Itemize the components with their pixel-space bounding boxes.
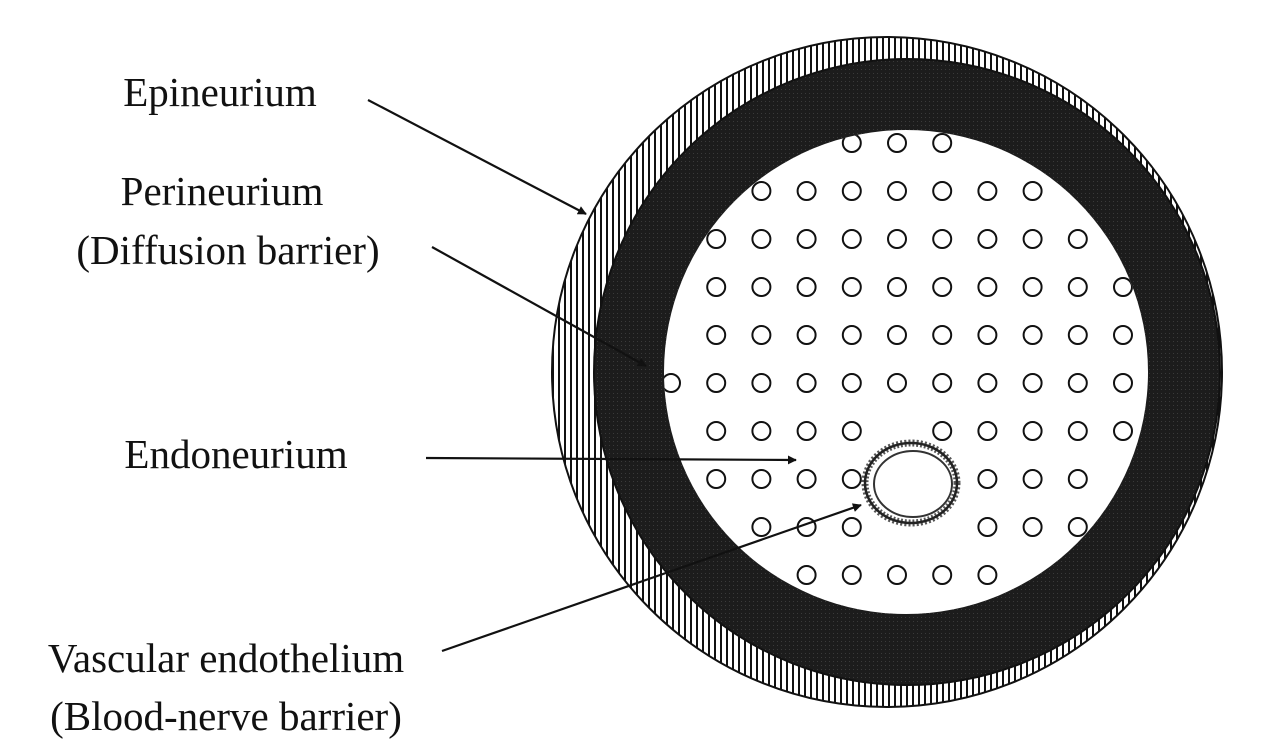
nerve-fiber bbox=[932, 325, 953, 345]
nerve-fiber bbox=[706, 421, 727, 441]
nerve-fiber bbox=[841, 421, 862, 441]
nerve-fiber bbox=[1067, 277, 1088, 297]
nerve-fiber bbox=[664, 373, 681, 393]
nerve-fiber bbox=[932, 373, 953, 393]
nerve-fiber bbox=[977, 325, 998, 345]
nerve-fiber bbox=[796, 277, 817, 297]
nerve-fiber bbox=[841, 517, 862, 537]
nerve-fiber bbox=[1067, 229, 1088, 249]
nerve-fiber bbox=[1067, 325, 1088, 345]
nerve-fiber bbox=[887, 277, 907, 297]
nerve-fiber bbox=[887, 181, 907, 201]
epineurium-arrow bbox=[367, 99, 587, 215]
nerve-fiber bbox=[841, 325, 862, 345]
nerve-fiber bbox=[1067, 517, 1088, 537]
nerve-fiber bbox=[706, 373, 727, 393]
nerve-fiber bbox=[932, 229, 953, 249]
nerve-fiber bbox=[796, 373, 817, 393]
nerve-fiber bbox=[706, 469, 727, 489]
nerve-fiber bbox=[977, 277, 998, 297]
nerve-fiber bbox=[1022, 325, 1043, 345]
nerve-fiber bbox=[1067, 421, 1088, 441]
nerve-fiber bbox=[1022, 229, 1043, 249]
nerve-fiber bbox=[977, 469, 998, 489]
label-vascular: Vascular endothelium bbox=[48, 635, 404, 681]
nerve-fiber bbox=[1022, 181, 1043, 201]
nerve-fiber bbox=[977, 565, 998, 585]
label-endoneurium: Endoneurium bbox=[124, 431, 347, 477]
nerve-fiber bbox=[841, 373, 862, 393]
nerve-fiber bbox=[841, 229, 862, 249]
endoneurium-area bbox=[664, 130, 1148, 614]
nerve-fiber bbox=[841, 469, 862, 489]
nerve-fiber bbox=[887, 565, 907, 585]
nerve-fiber bbox=[751, 469, 772, 489]
label-vascular-note: (Blood-nerve barrier) bbox=[50, 693, 402, 739]
nerve-fiber bbox=[1022, 421, 1043, 441]
nerve-fiber bbox=[887, 373, 907, 393]
label-perineurium-note: (Diffusion barrier) bbox=[76, 227, 379, 273]
nerve-fiber bbox=[932, 565, 953, 585]
nerve-fiber bbox=[932, 133, 953, 153]
nerve-fiber bbox=[1113, 277, 1133, 297]
nerve-fiber bbox=[977, 373, 998, 393]
nerve-fiber bbox=[841, 277, 862, 297]
nerve-fiber bbox=[751, 373, 772, 393]
nerve-fiber bbox=[841, 181, 862, 201]
nerve-fiber bbox=[1022, 469, 1043, 489]
nerve-fiber bbox=[751, 421, 772, 441]
nerve-fiber bbox=[841, 565, 862, 585]
nerve-fiber bbox=[706, 229, 727, 249]
nerve-fiber bbox=[1022, 277, 1043, 297]
nerve-fiber bbox=[751, 517, 772, 537]
nerve-fiber bbox=[706, 325, 727, 345]
nerve-fiber bbox=[1067, 373, 1088, 393]
nerve-fiber bbox=[977, 229, 998, 249]
nerve-fiber bbox=[1022, 373, 1043, 393]
nerve-fiber bbox=[751, 325, 772, 345]
nerve-fiber bbox=[1113, 421, 1133, 441]
nerve-fiber bbox=[796, 469, 817, 489]
endoneurium-arrow bbox=[425, 455, 797, 465]
perineurium-arrow bbox=[431, 246, 647, 367]
vascular-arrow bbox=[441, 503, 862, 653]
nerve-fiber bbox=[887, 229, 907, 249]
blood-vessel bbox=[861, 439, 961, 527]
nerve-fiber bbox=[977, 517, 998, 537]
nerve-fiber bbox=[796, 421, 817, 441]
nerve-fiber bbox=[796, 181, 817, 201]
nerve-fiber bbox=[751, 229, 772, 249]
nerve-fiber bbox=[932, 421, 953, 441]
nerve-fiber bbox=[1113, 325, 1133, 345]
nerve-fiber bbox=[796, 229, 817, 249]
label-perineurium: Perineurium bbox=[121, 168, 324, 214]
nerve-fiber bbox=[706, 277, 727, 297]
nerve-fiber bbox=[977, 181, 998, 201]
label-epineurium: Epineurium bbox=[123, 69, 317, 115]
nerve-fiber bbox=[932, 181, 953, 201]
nerve-fiber bbox=[932, 277, 953, 297]
nerve-fiber bbox=[1022, 517, 1043, 537]
nerve-fiber bbox=[751, 181, 772, 201]
nerve-fiber bbox=[751, 277, 772, 297]
nerve-fiber bbox=[977, 421, 998, 441]
nerve-fiber bbox=[887, 133, 907, 153]
nerve-fiber bbox=[1067, 469, 1088, 489]
nerve-fiber-grid bbox=[664, 133, 1133, 585]
nerve-fiber bbox=[1113, 373, 1133, 393]
nerve-fiber bbox=[796, 565, 817, 585]
nerve-fiber bbox=[796, 325, 817, 345]
nerve-fiber bbox=[887, 325, 907, 345]
